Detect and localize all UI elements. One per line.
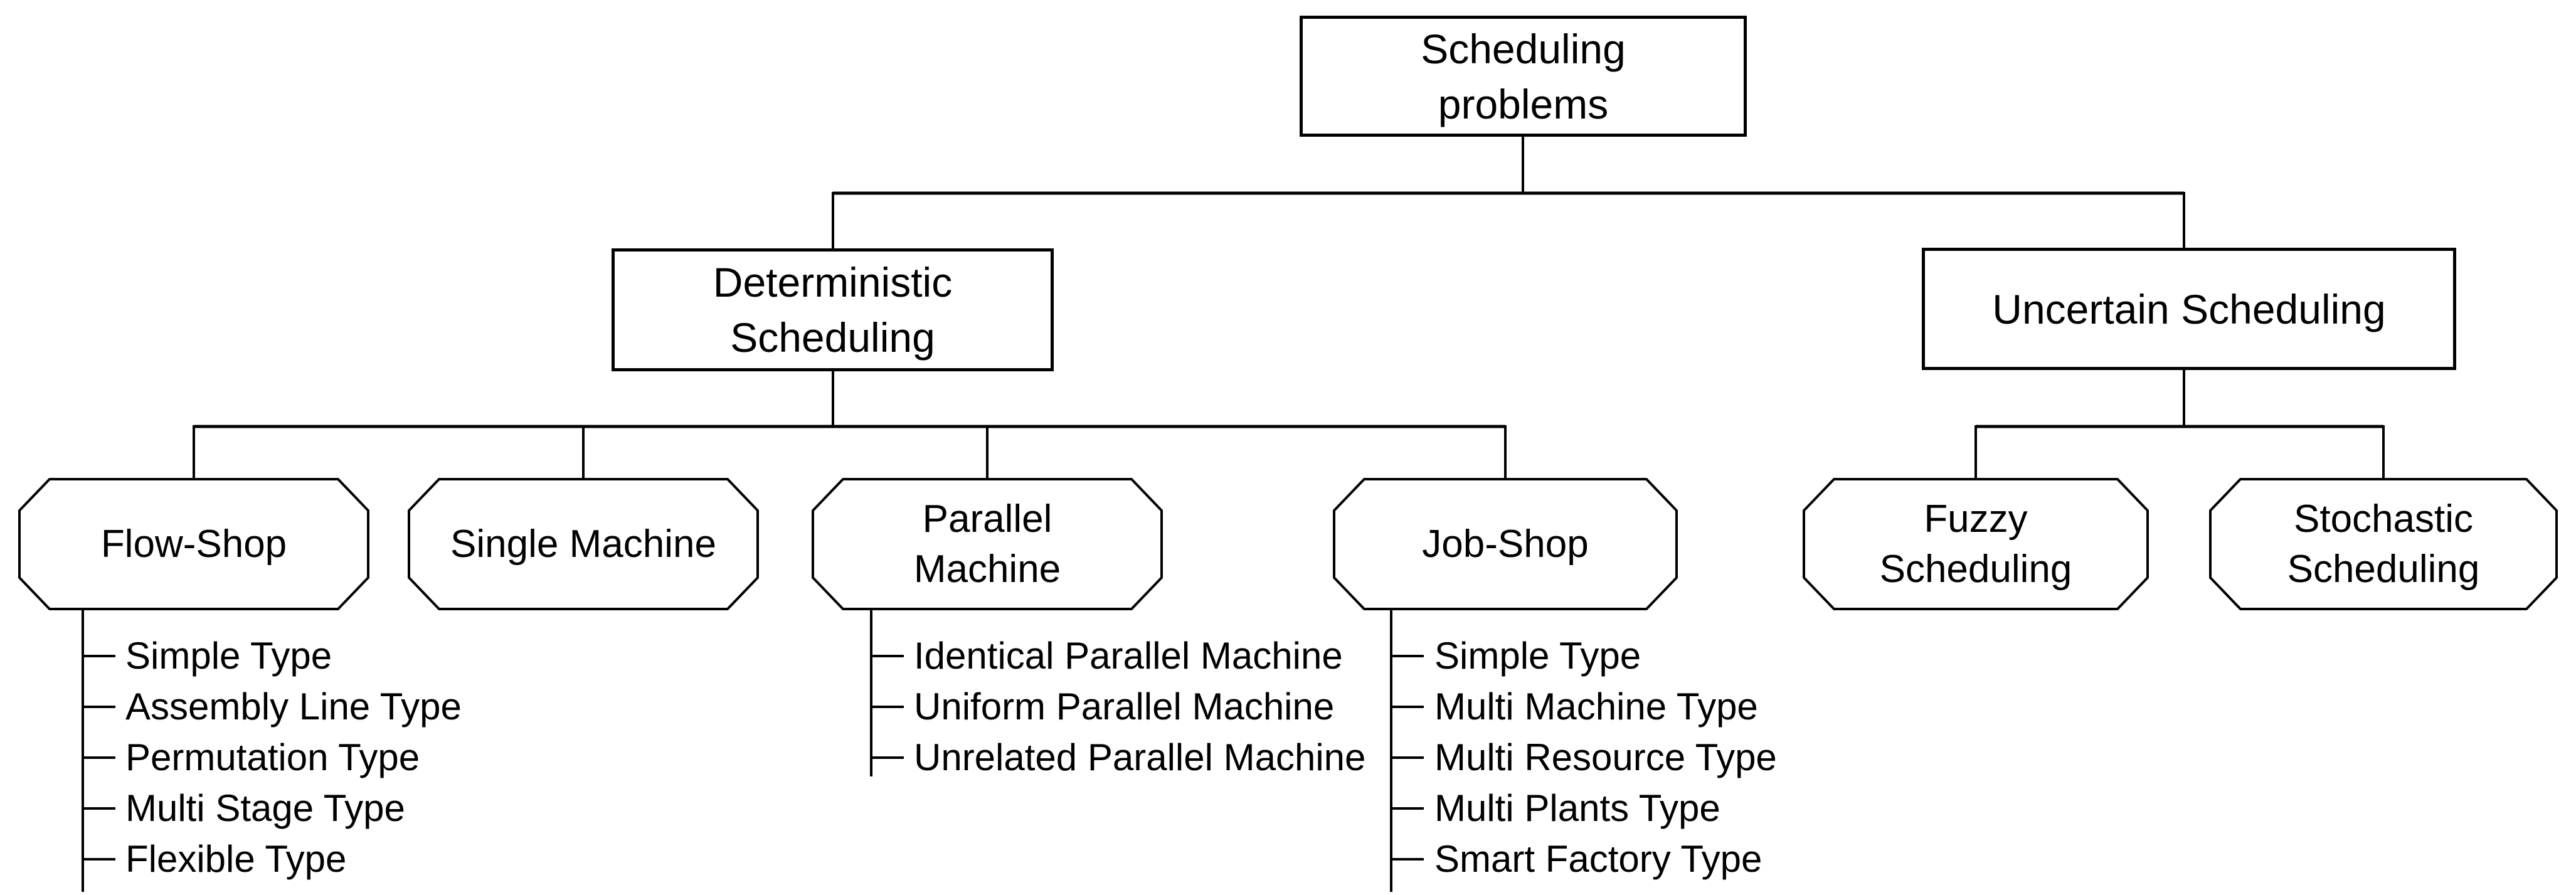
node-job-shop-label: Job-Shop xyxy=(1422,522,1589,566)
node-deterministic-scheduling: Deterministic Scheduling xyxy=(612,248,1054,371)
node-stochastic-scheduling-label: Stochastic Scheduling xyxy=(2287,497,2480,591)
leaf-flow-shop-flexible-type: Flexible Type xyxy=(125,838,347,880)
leaf-parallel-uniform-parallel-machine: Uniform Parallel Machine xyxy=(914,686,1335,728)
leaf-parallel-identical-parallel-machine: Identical Parallel Machine xyxy=(914,635,1343,677)
node-deterministic-scheduling-label: Deterministic Scheduling xyxy=(713,259,953,361)
leaf-job-shop-smart-factory-type: Smart Factory Type xyxy=(1434,838,1762,880)
node-fuzzy-scheduling: Fuzzy Scheduling xyxy=(1803,478,2149,610)
node-parallel-machine-label: Parallel Machine xyxy=(913,497,1061,591)
leaf-flow-shop-multi-stage-type: Multi Stage Type xyxy=(125,787,405,829)
single-machine-octagon-shape xyxy=(408,478,759,610)
leaf-flow-shop-simple-type: Simple Type xyxy=(125,635,332,677)
stochastic-scheduling-octagon-shape xyxy=(2209,478,2558,610)
flow-shop-octagon-shape xyxy=(18,478,369,610)
node-single-machine: Single Machine xyxy=(408,478,759,610)
fuzzy-scheduling-octagon-shape xyxy=(1803,478,2149,610)
leaf-flow-shop-assembly-line-type: Assembly Line Type xyxy=(125,686,462,728)
parallel-machine-octagon-shape xyxy=(812,478,1163,610)
node-uncertain-scheduling-label: Uncertain Scheduling xyxy=(1992,285,2386,332)
node-scheduling-problems: Scheduling problems xyxy=(1300,16,1747,137)
leaf-flow-shop-permutation-type: Permutation Type xyxy=(125,736,420,778)
node-parallel-machine: Parallel Machine xyxy=(812,478,1163,610)
node-uncertain-scheduling: Uncertain Scheduling xyxy=(1922,248,2456,370)
node-stochastic-scheduling: Stochastic Scheduling xyxy=(2209,478,2558,610)
leaf-job-shop-multi-resource-type: Multi Resource Type xyxy=(1434,736,1777,778)
node-job-shop: Job-Shop xyxy=(1333,478,1678,610)
node-flow-shop-label: Flow-Shop xyxy=(100,522,287,566)
leaf-job-shop-simple-type: Simple Type xyxy=(1434,635,1641,677)
node-scheduling-problems-label: Scheduling problems xyxy=(1421,25,1626,127)
node-fuzzy-scheduling-label: Fuzzy Scheduling xyxy=(1879,497,2072,591)
job-shop-octagon-shape xyxy=(1333,478,1678,610)
leaf-parallel-unrelated-parallel-machine: Unrelated Parallel Machine xyxy=(914,736,1366,778)
node-flow-shop: Flow-Shop xyxy=(18,478,369,610)
leaf-job-shop-multi-plants-type: Multi Plants Type xyxy=(1434,787,1720,829)
leaf-job-shop-multi-machine-type: Multi Machine Type xyxy=(1434,686,1758,728)
node-single-machine-label: Single Machine xyxy=(450,522,716,566)
